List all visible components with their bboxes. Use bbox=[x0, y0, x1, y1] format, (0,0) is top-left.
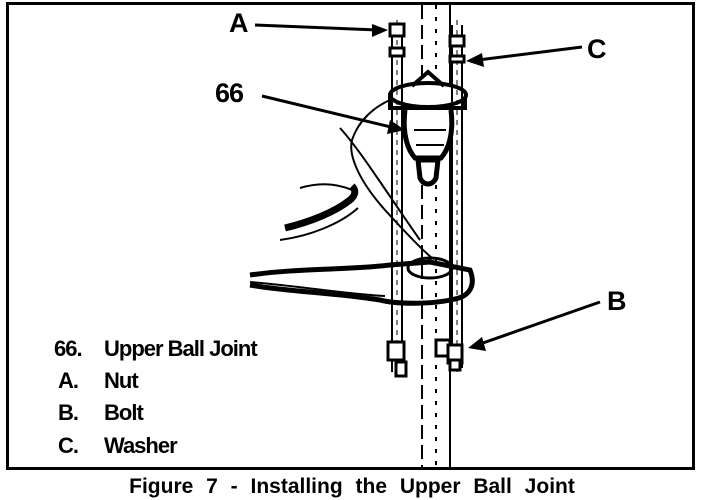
centerline bbox=[421, 5, 451, 470]
callout-label-b: B bbox=[607, 286, 626, 316]
bolt-left bbox=[391, 20, 403, 378]
figure-caption: Figure 7 - Installing the Upper Ball Joi… bbox=[129, 475, 575, 498]
callout-label-66: 66 bbox=[215, 78, 244, 108]
legend-text: Nut bbox=[104, 368, 139, 393]
legend-text: Upper Ball Joint bbox=[104, 336, 258, 361]
callout-label-c: C bbox=[587, 34, 606, 64]
legend-key: C. bbox=[58, 433, 79, 458]
bolt-heads bbox=[386, 338, 464, 378]
legend-text: Bolt bbox=[104, 400, 144, 425]
nut-left bbox=[388, 22, 406, 58]
legend-key: B. bbox=[58, 400, 79, 425]
bolt-right bbox=[451, 20, 463, 372]
figure-frame bbox=[6, 2, 695, 470]
washer-right bbox=[448, 34, 466, 64]
control-arm bbox=[249, 99, 475, 306]
ball-joint bbox=[388, 69, 468, 187]
callout-arrows bbox=[254, 23, 601, 351]
legend-key: 66. bbox=[54, 336, 83, 361]
callout-label-a: A bbox=[229, 8, 248, 38]
legend-text: Washer bbox=[104, 433, 178, 458]
legend-key: A. bbox=[58, 368, 79, 393]
